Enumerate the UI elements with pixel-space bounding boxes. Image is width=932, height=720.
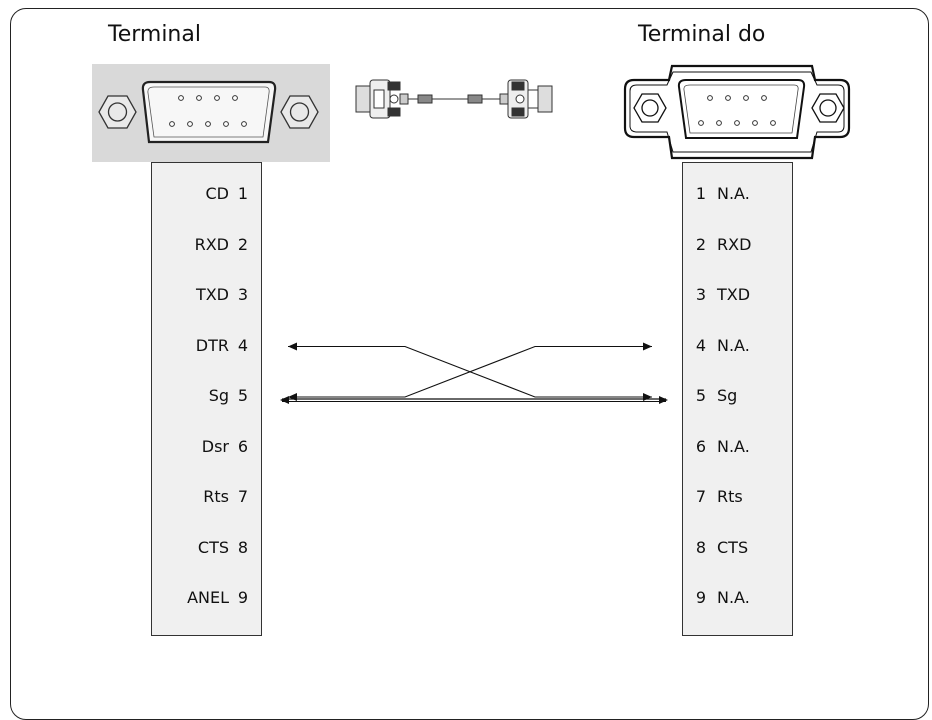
pin-number: 7: [237, 487, 249, 506]
right-pin-row-6: 6 N.A.: [695, 437, 750, 461]
left-mount-hex-icon: [98, 95, 137, 129]
pin-number: 5: [695, 386, 707, 405]
pin-signal-label: Rts: [717, 487, 743, 506]
wire-2: [288, 342, 652, 401]
pin-number: 8: [237, 537, 249, 557]
right-pin-row-1: 1 N.A.: [695, 184, 750, 208]
pin-signal-label: N.A.: [717, 588, 750, 607]
left-pin-row-4: DTR 4: [196, 336, 249, 360]
right-pin-row-9: 9 N.A.: [695, 588, 750, 612]
pin-number: 1: [695, 184, 707, 203]
right-pin-row-2: 2 RXD: [695, 234, 752, 259]
pin-signal-label: N.A.: [717, 335, 750, 355]
pin-signal-label: CD: [205, 184, 230, 203]
wire-3: [280, 396, 668, 404]
left-pin-row-9: ANEL 9: [187, 588, 249, 612]
left-pin-row-8: CTS 8: [198, 538, 249, 562]
pin-signal-label: RXD: [717, 234, 752, 254]
left-pin-row-5: Sg 5: [209, 386, 249, 410]
pin-signal-label: Sg: [208, 386, 229, 405]
right-mount-hex-icon: [811, 93, 845, 123]
pin-signal-label: ANEL: [187, 588, 229, 607]
left-pin-row-7: Rts 7: [203, 487, 249, 511]
socket-holes: [698, 95, 776, 126]
pin-signal-label: Rts: [203, 487, 229, 506]
right-pin-row-4: 4 N.A.: [695, 336, 750, 360]
pin-number: 4: [237, 335, 249, 355]
pin-holes: [169, 95, 247, 127]
pin-number: 7: [695, 487, 707, 506]
pin-number: 6: [695, 436, 707, 456]
pin-number: 8: [695, 537, 707, 557]
pin-signal-label: Sg: [717, 386, 738, 405]
left-pin-row-3: TXD 3: [196, 285, 249, 309]
pin-number: 6: [237, 436, 249, 456]
pin-signal-label: N.A.: [717, 184, 750, 203]
right-pin-row-7: 7 Rts: [695, 487, 743, 511]
left-terminal-title: Terminal: [108, 22, 201, 47]
pin-number: 1: [237, 184, 249, 203]
right-pin-row-5: 5 Sg: [695, 386, 737, 410]
left-pin-row-2: RXD 2: [195, 235, 249, 259]
left-pin-row-6: Dsr 6: [202, 437, 249, 461]
left-mount-hex-icon: [633, 93, 667, 123]
left-pin-row-1: CD 1: [206, 184, 250, 208]
pin-number: 9: [695, 588, 707, 607]
pin-signal-label: TXD: [195, 285, 229, 304]
right-terminal-title: Terminal do: [638, 22, 766, 47]
pin-signal-label: RXD: [194, 234, 229, 254]
pin-signal-label: N.A.: [717, 436, 750, 456]
pin-number: 2: [695, 234, 707, 254]
pin-signal-label: CTS: [717, 537, 749, 557]
pin-number: 9: [237, 588, 249, 607]
pin-signal-label: TXD: [717, 285, 751, 304]
pin-number: 4: [695, 335, 707, 355]
pin-signal-label: Dsr: [201, 436, 229, 456]
pin-number: 2: [237, 234, 249, 254]
pin-number: 5: [237, 386, 249, 405]
pin-number: 3: [237, 285, 249, 304]
right-pin-row-3: 3 TXD: [695, 285, 750, 309]
right-pin-row-8: 8 CTS: [695, 538, 748, 562]
right-mount-hex-icon: [280, 95, 319, 129]
pin-signal-label: CTS: [197, 537, 229, 557]
pin-number: 3: [695, 285, 707, 304]
pin-signal-label: DTR: [195, 335, 229, 355]
